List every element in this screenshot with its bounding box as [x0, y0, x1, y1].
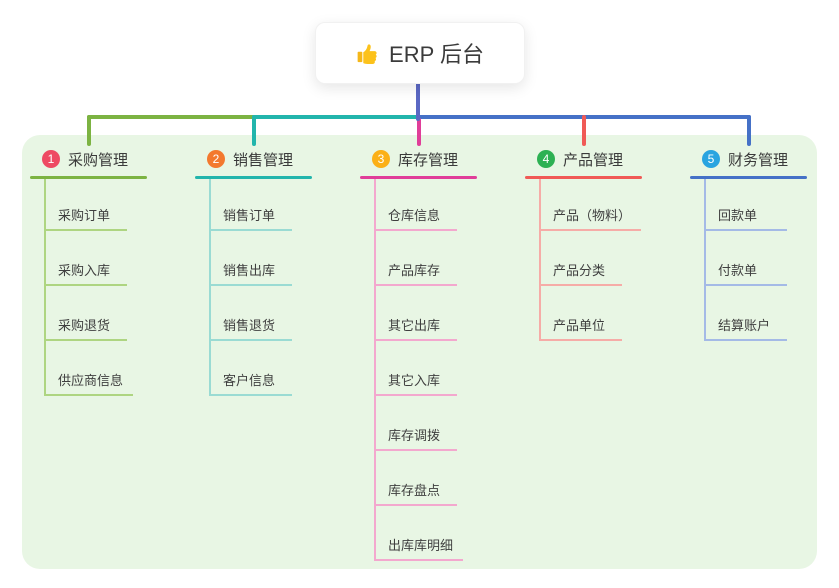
branch-number-badge: 4 [537, 150, 555, 168]
children-connector-line [209, 179, 211, 394]
branch-underline [690, 176, 807, 179]
branch-label: 财务管理 [728, 151, 789, 169]
child-node[interactable]: 销售出库 [209, 252, 292, 286]
child-node[interactable]: 库存盘点 [374, 472, 457, 506]
branch-header[interactable]: 3 库存管理 [372, 149, 458, 169]
branch-number-badge: 3 [372, 150, 390, 168]
connector-line [251, 115, 421, 119]
child-node[interactable]: 客户信息 [209, 362, 292, 396]
children-connector-line [44, 179, 46, 394]
branch-number-badge: 2 [207, 150, 225, 168]
children-connector-line [374, 179, 376, 559]
branch-header[interactable]: 1 采购管理 [42, 149, 128, 169]
child-node[interactable]: 供应商信息 [44, 362, 134, 396]
connector-line [86, 115, 256, 119]
root-title: ERP 后台 [389, 42, 484, 67]
branch-header[interactable]: 2 销售管理 [207, 149, 293, 169]
branch-label: 库存管理 [398, 151, 459, 169]
child-node[interactable]: 回款单 [704, 197, 787, 231]
thumbs-up-icon [356, 42, 379, 65]
child-node[interactable]: 仓库信息 [374, 197, 457, 231]
branch-drop-line [581, 115, 586, 146]
child-node[interactable]: 销售退货 [209, 307, 292, 341]
branch-underline [360, 176, 477, 179]
child-node[interactable]: 库存调拨 [374, 417, 457, 451]
child-node[interactable]: 采购订单 [44, 197, 127, 231]
root-node[interactable]: ERP 后台 [315, 22, 525, 84]
branch-drop-line [86, 115, 91, 146]
branch-label: 产品管理 [563, 151, 624, 169]
branch-drop-line [746, 115, 751, 146]
root-stem-line [415, 82, 420, 121]
child-node[interactable]: 产品库存 [374, 252, 457, 286]
child-node[interactable]: 其它入库 [374, 362, 457, 396]
branch-underline [195, 176, 312, 179]
branch-number-badge: 1 [42, 150, 60, 168]
child-node[interactable]: 产品单位 [539, 307, 622, 341]
child-node[interactable]: 出库库明细 [374, 527, 464, 561]
children-connector-line [704, 179, 706, 339]
child-node[interactable]: 销售订单 [209, 197, 292, 231]
mindmap-panel [22, 135, 817, 569]
child-node[interactable]: 采购入库 [44, 252, 127, 286]
branch-drop-line [251, 115, 256, 146]
child-node[interactable]: 产品分类 [539, 252, 622, 286]
branch-label: 采购管理 [68, 151, 129, 169]
branch-underline [525, 176, 642, 179]
child-node[interactable]: 付款单 [704, 252, 787, 286]
child-node[interactable]: 结算账户 [704, 307, 787, 341]
child-node[interactable]: 采购退货 [44, 307, 127, 341]
branch-header[interactable]: 5 财务管理 [702, 149, 788, 169]
child-node[interactable]: 产品（物料） [539, 197, 642, 231]
branch-number-badge: 5 [702, 150, 720, 168]
child-node[interactable]: 其它出库 [374, 307, 457, 341]
branch-header[interactable]: 4 产品管理 [537, 149, 623, 169]
branch-underline [30, 176, 147, 179]
branch-label: 销售管理 [233, 151, 294, 169]
branch-drop-line [416, 118, 421, 146]
children-connector-line [539, 179, 541, 339]
